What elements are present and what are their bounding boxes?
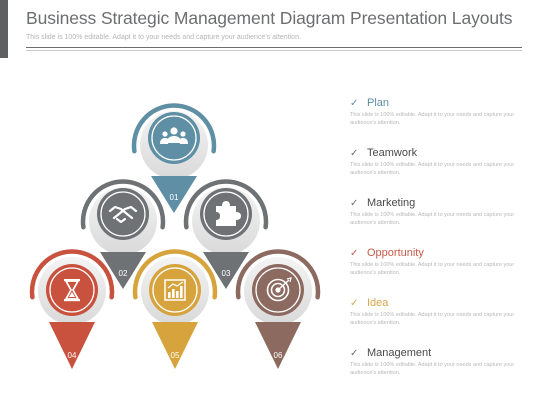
pin-arc (235, 249, 321, 300)
pin-number: 01 (170, 193, 179, 202)
handshake-icon (108, 205, 138, 224)
accent-bar (0, 0, 8, 58)
list-item-label: Idea (367, 297, 389, 309)
page-subtitle: This slide is 100% editable. Adapt it to… (26, 34, 301, 41)
checkmark-icon: ✓ (350, 197, 359, 209)
pin-number: 02 (119, 269, 128, 278)
bar-chart-icon (164, 279, 186, 301)
page-title: Business Strategic Management Diagram Pr… (26, 8, 513, 28)
pin-inner-ring (151, 115, 197, 161)
pin-01: 01 (131, 103, 217, 213)
pin-04: 04 (29, 249, 115, 369)
list-item-description: This slide is 100% editable. Adapt it to… (350, 312, 515, 326)
pin-pointer (255, 322, 301, 369)
pin-inner-ring (255, 267, 301, 313)
list-item-marketing: ✓ Marketing This slide is 100% editable.… (350, 195, 550, 227)
title-divider (26, 47, 522, 48)
pin-arc (29, 249, 115, 300)
pin-inner-ring (152, 267, 198, 313)
pin-disc (149, 264, 201, 316)
list-item-description: This slide is 100% editable. Adapt it to… (350, 362, 515, 376)
checkmark-icon: ✓ (350, 247, 359, 259)
list-item-label: Teamwork (367, 147, 418, 159)
list-item-description: This slide is 100% editable. Adapt it to… (350, 212, 515, 226)
list-item-teamwork: ✓ Teamwork This slide is 100% editable. … (350, 145, 550, 177)
checkmark-icon: ✓ (350, 347, 359, 359)
pin-pointer (49, 322, 95, 369)
checkmark-icon: ✓ (350, 297, 359, 309)
pin-number: 03 (222, 269, 231, 278)
list-item-description: This slide is 100% editable. Adapt it to… (350, 112, 515, 126)
checkmark-icon: ✓ (350, 147, 359, 159)
pin-inner-ring (100, 191, 146, 237)
pin-pointer (151, 176, 197, 213)
pin-inner-ring (203, 191, 249, 237)
pin-pointer (203, 252, 249, 289)
pin-02: 02 (80, 179, 166, 289)
pin-06: 06 (235, 249, 321, 369)
pin-05: 05 (132, 249, 218, 369)
pin-inner-ring (49, 267, 95, 313)
pin-arc (183, 179, 269, 230)
list-item-label: Management (367, 347, 432, 359)
pin-03: 03 (183, 179, 269, 289)
list-item-label: Opportunity (367, 247, 424, 259)
people-icon (160, 127, 188, 144)
list-item-label: Plan (367, 97, 390, 109)
list-item-description: This slide is 100% editable. Adapt it to… (350, 162, 515, 176)
pin-number: 05 (171, 351, 180, 360)
list-item-management: ✓ Management This slide is 100% editable… (350, 345, 550, 377)
title-divider-secondary (26, 50, 522, 51)
checkmark-icon: ✓ (350, 97, 359, 109)
pin-pointer (152, 322, 198, 369)
pin-number: 06 (274, 351, 283, 360)
pin-pointer (100, 252, 146, 289)
target-icon (266, 277, 292, 302)
pin-disc (97, 188, 149, 240)
hourglass-icon (64, 279, 80, 302)
list-item-plan: ✓ Plan This slide is 100% editable. Adap… (350, 95, 550, 127)
list-item-description: This slide is 100% editable. Adapt it to… (350, 262, 515, 276)
list-item-label: Marketing (367, 197, 416, 209)
pin-disc (46, 264, 98, 316)
pin-arc (131, 103, 217, 154)
list-item-idea: ✓ Idea This slide is 100% editable. Adap… (350, 295, 550, 327)
pin-arc (132, 249, 218, 300)
list-item-opportunity: ✓ Opportunity This slide is 100% editabl… (350, 245, 550, 277)
pin-number: 04 (68, 351, 77, 360)
pin-arc (80, 179, 166, 230)
puzzle-icon (216, 201, 241, 226)
